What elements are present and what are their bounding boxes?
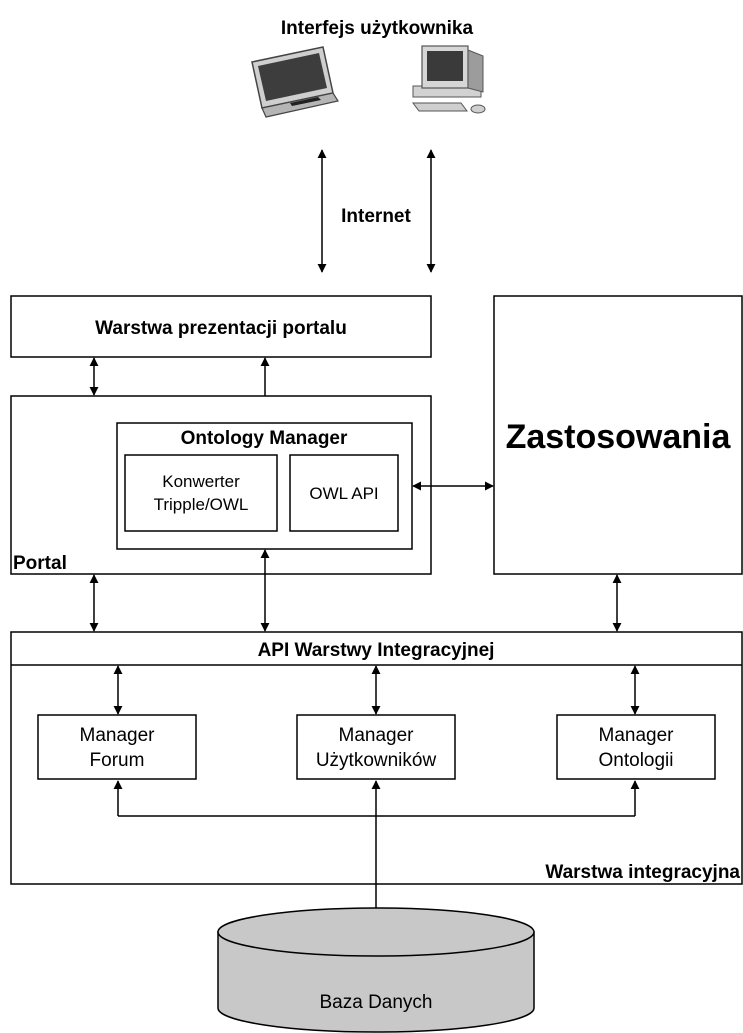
applications-label: Zastosowania [506, 418, 732, 456]
integration-layer-label: Warstwa integracyjna [545, 862, 740, 883]
converter-box [124, 454, 278, 532]
presentation-layer-box [10, 295, 432, 358]
user-interface-title: Interfejs użytkownika [281, 18, 474, 39]
desktop-computer-icon [412, 45, 486, 114]
portal-label: Portal [13, 553, 67, 574]
manager-users-line2: Użytkowników [316, 750, 437, 771]
converter-label-line2: Tripple/OWL [154, 495, 249, 514]
laptop-icon [251, 46, 339, 118]
owl-api-label: OWL API [309, 484, 378, 503]
applications-box [493, 295, 743, 575]
api-label: API Warstwy Integracyjnej [258, 640, 495, 661]
database-label: Baza Danych [319, 992, 432, 1013]
converter-label-line1: Konwerter [162, 472, 240, 491]
manager-users-line1: Manager [339, 725, 415, 746]
database-cylinder [217, 907, 535, 1033]
manager-forum-line1: Manager [80, 725, 156, 746]
manager-ontology-line1: Manager [599, 725, 675, 746]
manager-ontology-line2: Ontologii [599, 750, 674, 771]
ontology-manager-title: Ontology Manager [181, 428, 348, 449]
manager-forum-box [37, 714, 197, 780]
internet-label: Internet [341, 206, 411, 227]
owl-api-box [289, 454, 399, 532]
manager-forum-line2: Forum [90, 750, 145, 771]
presentation-layer-label: Warstwa prezentacji portalu [95, 318, 347, 339]
manager-ontology-box [556, 714, 716, 780]
manager-users-box [296, 714, 456, 780]
